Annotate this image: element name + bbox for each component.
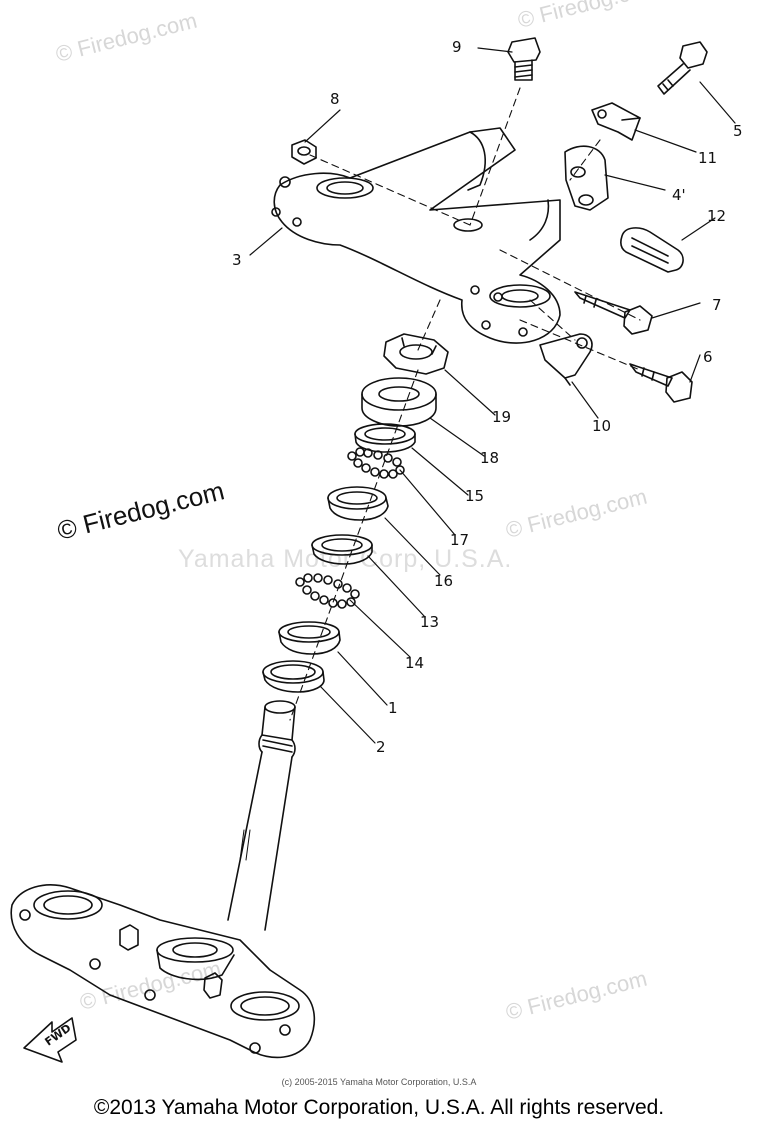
cap-12 bbox=[620, 227, 684, 273]
bolt-9 bbox=[507, 37, 541, 81]
ball-bearing-14 bbox=[295, 573, 360, 609]
leader-lines bbox=[249, 47, 736, 744]
clamp-plate-11 bbox=[591, 102, 641, 141]
bolt-7 bbox=[574, 291, 653, 335]
upper-bracket bbox=[271, 127, 561, 344]
firedog-watermark: © Firedog.com bbox=[515, 0, 661, 33]
part-label-8: 8 bbox=[330, 90, 340, 108]
part-label-18: 18 bbox=[480, 449, 499, 467]
steering-stem bbox=[227, 700, 296, 931]
firedog-watermark: © Firedog.com bbox=[77, 956, 223, 1015]
part-label-6: 6 bbox=[703, 348, 713, 366]
race-16 bbox=[327, 486, 389, 521]
firedog-watermark: © Firedog.com bbox=[503, 484, 649, 543]
part-label-3: 3 bbox=[232, 251, 242, 269]
firedog-watermark: © Firedog.com bbox=[53, 8, 199, 67]
washer-18 bbox=[361, 377, 437, 427]
part-label-10: 10 bbox=[592, 417, 611, 435]
part-label-1: 1 bbox=[388, 699, 398, 717]
firedog-watermark-dark: © Firedog.com bbox=[54, 475, 227, 545]
part-label-19: 19 bbox=[492, 408, 511, 426]
part-label-13: 13 bbox=[420, 613, 439, 631]
part-label-9: 9 bbox=[452, 38, 462, 56]
part-label-7: 7 bbox=[712, 296, 722, 314]
part-label-15: 15 bbox=[465, 487, 484, 505]
race-1 bbox=[278, 621, 341, 655]
diagram-copyright-note: (c) 2005-2015 Yamaha Motor Corporation, … bbox=[281, 1077, 477, 1087]
copyright-footer: ©2013 Yamaha Motor Corporation, U.S.A. A… bbox=[93, 1096, 665, 1119]
ball-bearing-17 bbox=[347, 447, 405, 479]
firedog-watermark: © Firedog.com bbox=[503, 966, 649, 1025]
watermark-layer: © Firedog.com © Firedog.com © Firedog.co… bbox=[53, 0, 661, 1025]
part-label-2: 2 bbox=[376, 738, 386, 756]
part-label-17: 17 bbox=[450, 531, 469, 549]
handlebar-holder-4 bbox=[564, 145, 609, 211]
bracket-10 bbox=[539, 333, 593, 386]
forward-direction-icon: FWD bbox=[23, 1017, 77, 1063]
lower-bracket bbox=[10, 884, 316, 1059]
nut-8 bbox=[291, 139, 317, 165]
part-label-12: 12 bbox=[707, 207, 726, 225]
part-label-11: 11 bbox=[698, 149, 717, 167]
ring-nut-19 bbox=[383, 333, 449, 375]
part-label-4: 4' bbox=[672, 186, 686, 204]
bolt-6 bbox=[629, 363, 693, 403]
part-label-14: 14 bbox=[405, 654, 424, 672]
seal-2 bbox=[262, 660, 325, 693]
part-number-labels: 9 8 5 11 4' 12 3 7 6 10 19 18 15 17 16 1… bbox=[232, 38, 743, 756]
part-label-16: 16 bbox=[434, 572, 453, 590]
part-label-5: 5 bbox=[733, 122, 743, 140]
bolt-5 bbox=[657, 41, 708, 95]
race-13 bbox=[311, 534, 373, 565]
yamaha-watermark: Yamaha Motor Corp, U.S.A. bbox=[178, 545, 512, 573]
race-15 bbox=[354, 423, 416, 453]
